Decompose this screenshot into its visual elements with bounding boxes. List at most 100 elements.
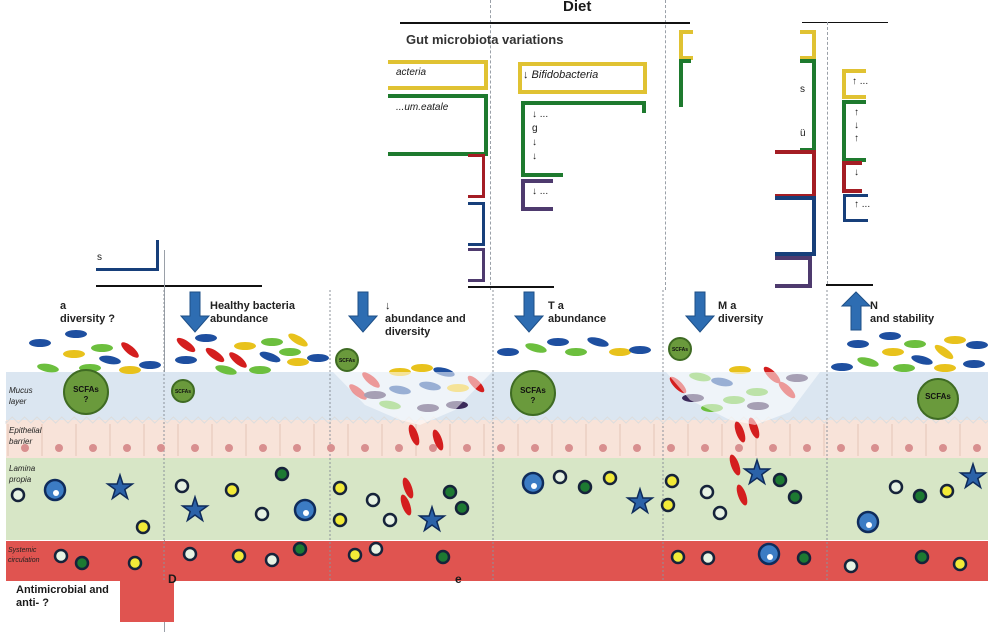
bacterium [288,333,308,347]
cell-nucleus [259,444,267,452]
microvilli [5,416,988,425]
scfa-label: SCFAs [925,392,951,401]
arrow-down-icon [684,291,716,333]
bacterium [831,363,853,371]
bracket-yellow [388,60,488,90]
macrophage-nucleus [53,490,59,496]
immune-cell [712,505,728,521]
cell-nucleus [599,444,607,452]
immune-cell [174,478,190,494]
immune-cell [939,483,955,499]
systemic-circulation-tab [120,581,174,622]
bracket-blue [775,196,816,256]
cell-nucleus [769,444,777,452]
immune-cell [332,480,348,496]
immune-cell [660,497,676,513]
immune-cell [577,479,593,495]
cell-nucleus [89,444,97,452]
header-rule [802,22,888,23]
blood-cell [127,555,143,571]
bracket-green [842,100,866,162]
bracket-blue [468,202,485,246]
bacterium [547,338,569,346]
white-cover [174,581,988,631]
scfa-label: SCFAs [175,389,191,395]
bracket-blue [96,240,159,271]
bacterium [229,352,247,368]
bacterium [966,341,988,349]
disrupted-mucus [333,372,492,425]
cell-nucleus [361,444,369,452]
footer-text-mid: D [168,572,177,586]
bacterium [893,364,915,372]
cell-nucleus [293,444,301,452]
arrow-down-icon [179,291,211,333]
immune-cell [254,506,270,522]
cell-nucleus [463,444,471,452]
scfa-bubble [917,378,959,420]
bacterium [729,454,741,476]
dendritic-cell-icon [105,472,135,501]
macrophage-nucleus [866,522,872,528]
bacterium [587,337,609,347]
immune-cell [274,466,290,482]
cell-nucleus [905,444,913,452]
column-title-diet: Diet [563,0,592,15]
bracket-blue [843,194,868,222]
bacterium [882,348,904,356]
blood-cell [368,541,384,557]
bracket-green-right [642,101,646,113]
footer-text-right: e [455,572,462,586]
macrophage [43,478,67,502]
macrophage-nucleus [767,554,773,560]
bacterium [176,337,196,353]
bracket-yellow [518,62,647,94]
bracket-text: ↑ ↓ ↑ [854,107,859,144]
bracket-red [468,154,485,198]
scfa-label: SCFAs [520,386,546,395]
bacterium [261,338,283,346]
bacterium [99,355,121,365]
bracket-green-top [521,101,646,105]
immune-cell [454,500,470,516]
cell-nucleus [633,444,641,452]
bracket-text: acteria [396,67,427,78]
blood-cell [435,549,451,565]
bacterium [904,340,926,348]
macrophage [856,510,880,534]
bracket-text: ↓ Bifidobacteria [523,69,599,81]
bacterium [400,494,412,516]
blood-cell [182,546,198,562]
scfa-label: ? [531,396,536,405]
immune-cell [552,469,568,485]
immune-cell [787,489,803,505]
cell-nucleus [837,444,845,452]
cell-nucleus [429,444,437,452]
blood-cell [264,552,280,568]
blood-cell [914,549,930,565]
immune-cell [442,484,458,500]
header-region [763,18,988,290]
bracket-yellow [842,69,866,99]
footer-text-left: Antimicrobial and anti- ? [16,584,109,609]
bracket-text: s ü [800,84,806,139]
bacterium [736,484,748,506]
bacterium [408,424,420,446]
bacterium [175,356,197,364]
bracket-text: ...um.eatale [396,102,449,113]
scfa-bubble [63,369,109,415]
column-divider [665,0,666,290]
blood-cell [292,541,308,557]
arrow-down-icon [347,291,379,333]
scfa-bubble [510,370,556,416]
bacterium [249,366,271,374]
blood-cell [843,558,859,574]
bacterium [734,421,746,443]
immune-cell [10,487,26,503]
immune-cell [382,512,398,528]
arrow-down-icon [513,291,545,333]
